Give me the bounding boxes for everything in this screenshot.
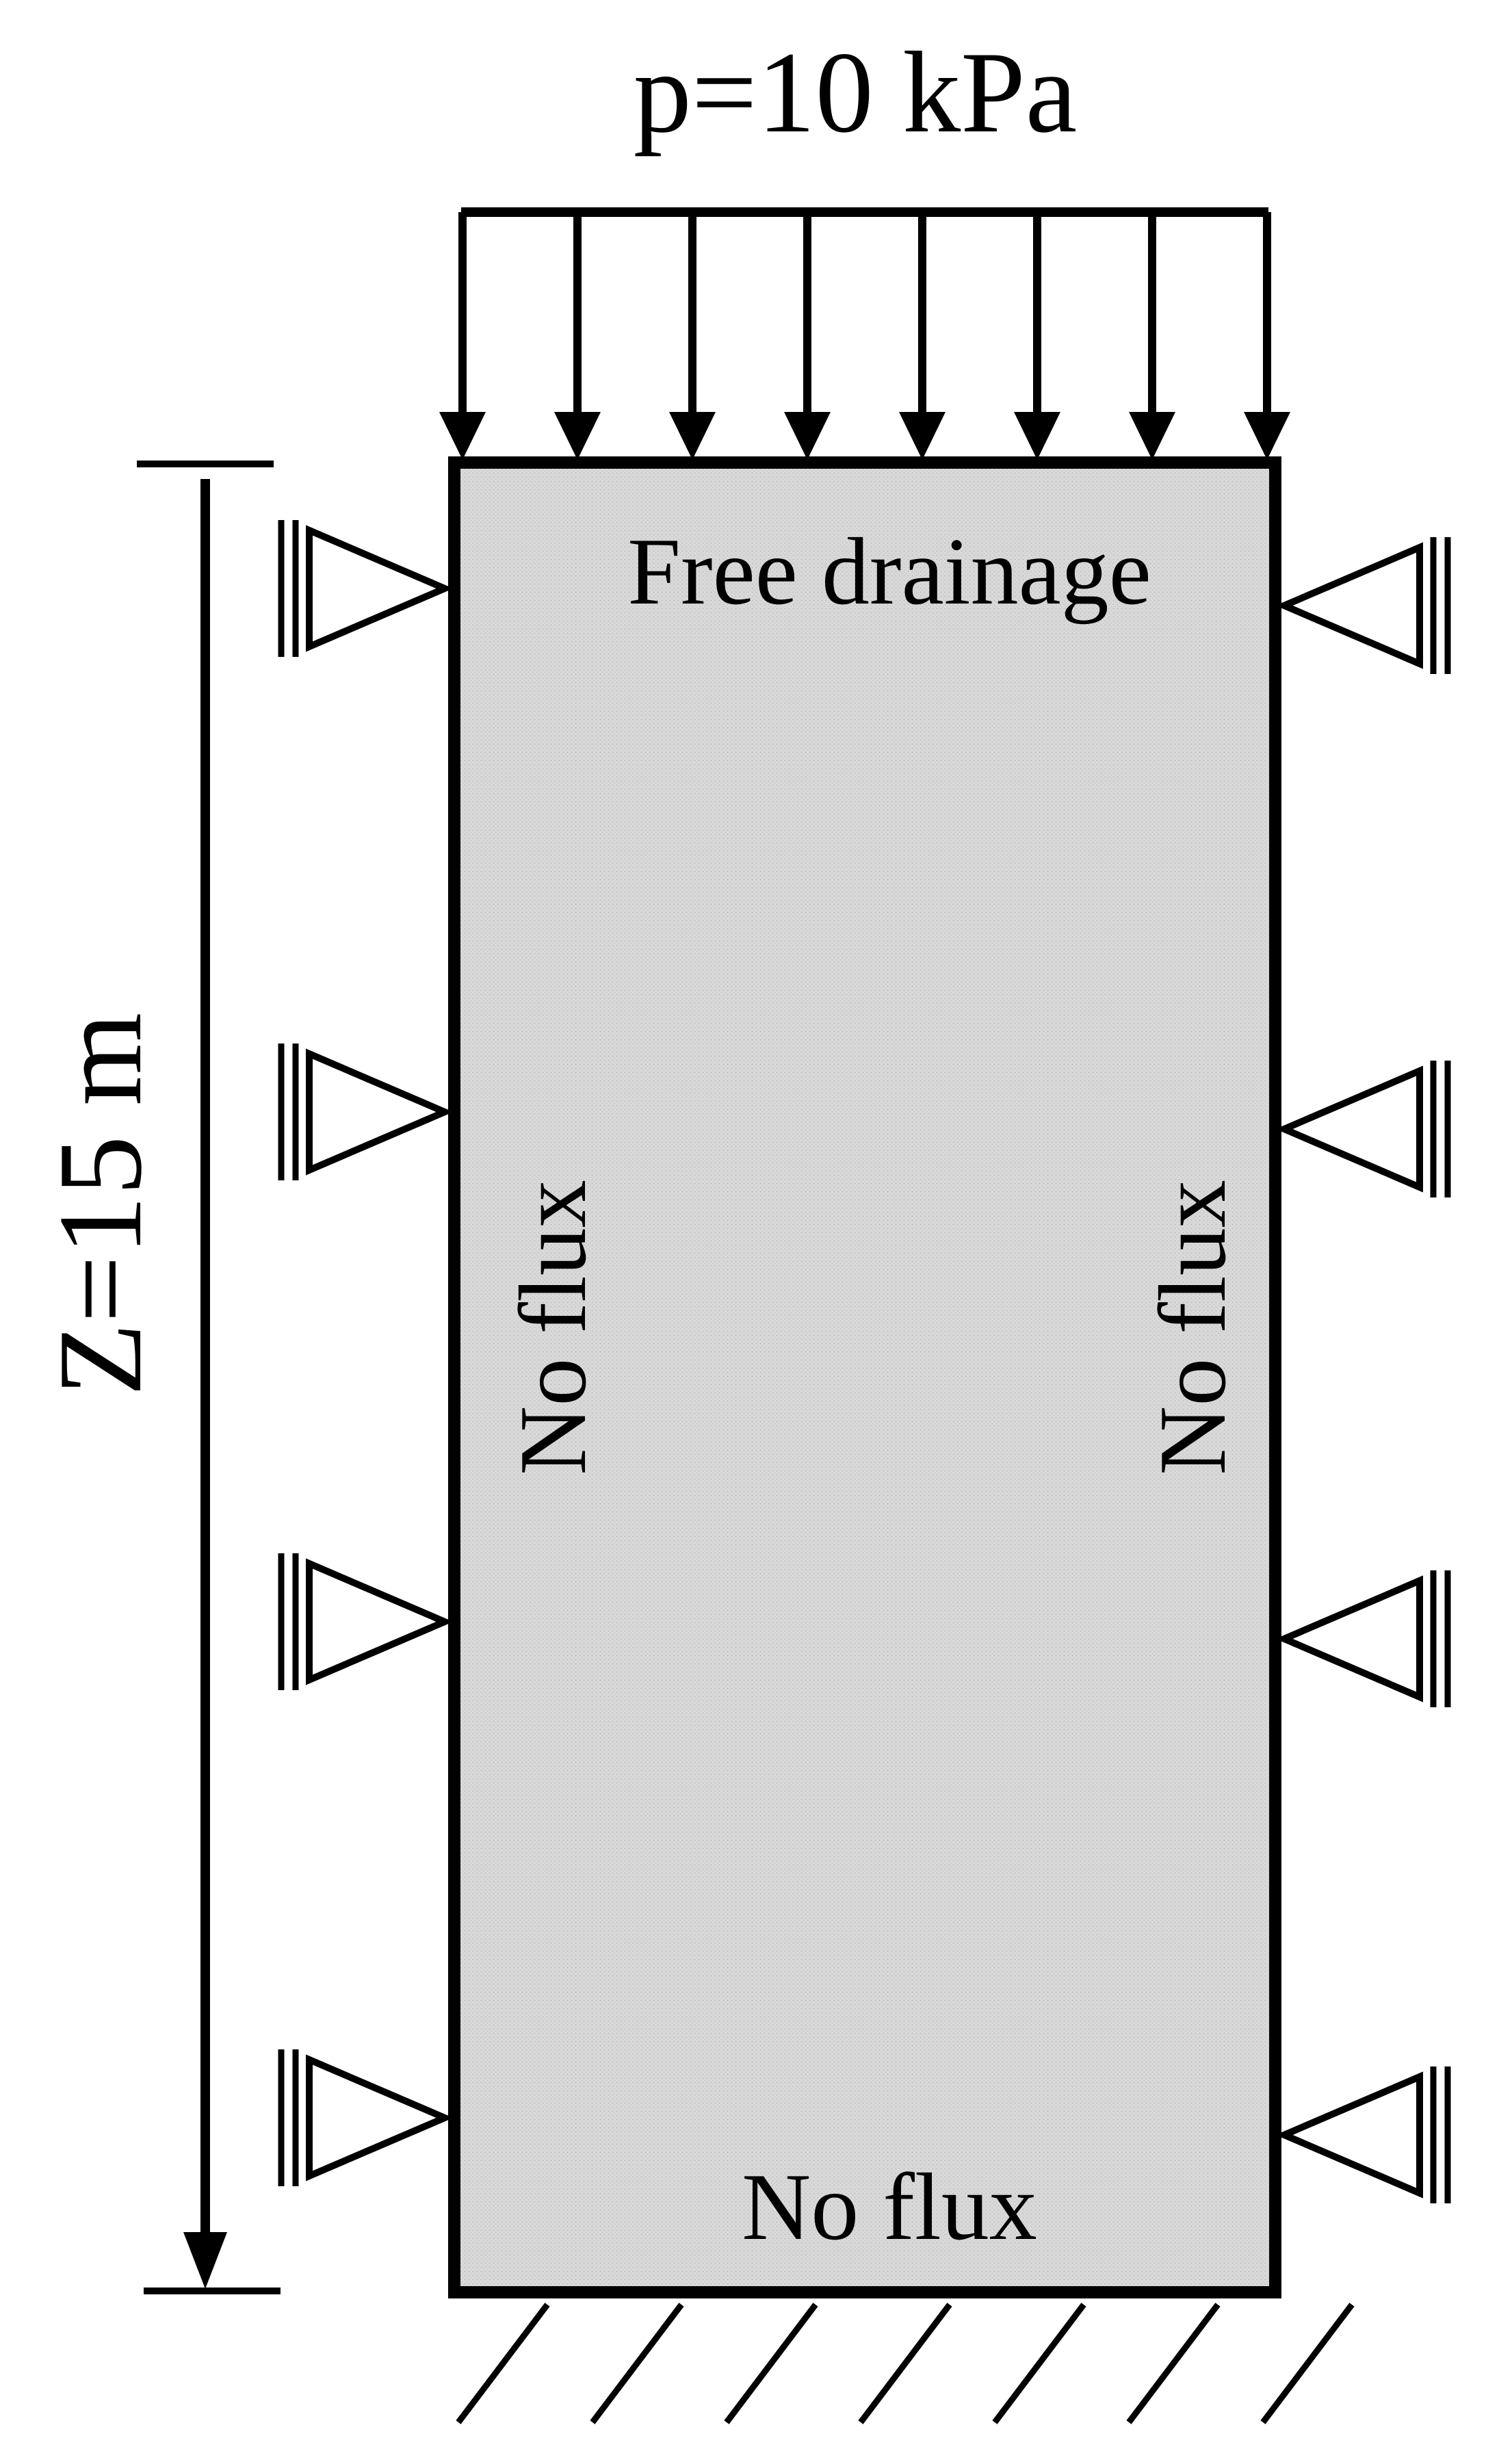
soil-column: [448, 456, 1281, 2298]
roller-support: [278, 520, 454, 657]
roller-support: [278, 2049, 454, 2186]
load-arrow-head: [554, 412, 601, 460]
hatch-line: [590, 2303, 684, 2424]
load-arrow-head: [1129, 412, 1175, 460]
load-arrow: [554, 212, 601, 460]
depth-arrowhead: [183, 2232, 227, 2289]
load-arrows: [439, 212, 1290, 460]
roller-triangle: [306, 1558, 454, 1685]
roller-triangle: [306, 2054, 454, 2181]
load-arrow: [899, 212, 946, 460]
load-group: [439, 207, 1290, 460]
hatch-line: [1260, 2303, 1355, 2424]
right-boundary-label: No flux: [1140, 1180, 1246, 1475]
load-arrow: [1244, 212, 1290, 460]
roller-support: [278, 1553, 454, 1690]
load-arrow-head: [784, 412, 831, 460]
right-roller-supports: [1275, 537, 1451, 2203]
load-arrow-head: [1244, 412, 1290, 460]
hatch-line: [858, 2303, 952, 2424]
hatch-line: [992, 2303, 1086, 2424]
roller-triangle: [1275, 2071, 1423, 2199]
load-arrow: [669, 212, 716, 460]
load-arrow: [784, 212, 831, 460]
left-roller-supports: [278, 520, 454, 2186]
load-arrow-head: [669, 412, 716, 460]
bottom-boundary-label: No flux: [742, 2154, 1037, 2260]
load-arrow: [1014, 212, 1060, 460]
depth-dimension: [137, 461, 281, 2294]
load-arrow-head: [899, 412, 946, 460]
roller-triangle: [1275, 1065, 1423, 1193]
roller-triangle: [306, 1048, 454, 1176]
roller-support: [1275, 1570, 1451, 1707]
load-arrow: [439, 212, 486, 460]
roller-triangle: [1275, 1575, 1423, 1702]
roller-triangle: [306, 525, 454, 652]
roller-support: [278, 1044, 454, 1180]
roller-support: [1275, 1061, 1451, 1197]
left-boundary-label: No flux: [500, 1180, 606, 1475]
load-arrow-head: [439, 412, 486, 460]
roller-support: [1275, 537, 1451, 674]
depth-label: Z=15 m: [34, 1013, 166, 1396]
roller-triangle: [1275, 542, 1423, 669]
load-arrow-head: [1014, 412, 1060, 460]
hatch-line: [724, 2303, 818, 2424]
hatch-line: [1126, 2303, 1221, 2424]
roller-support: [1275, 2066, 1451, 2203]
fixed-base-hatching: [456, 2303, 1355, 2424]
hatch-line: [456, 2303, 550, 2424]
load-arrow: [1129, 212, 1175, 460]
top-boundary-label: Free drainage: [627, 519, 1151, 625]
load-label: p=10 kPa: [634, 28, 1077, 157]
